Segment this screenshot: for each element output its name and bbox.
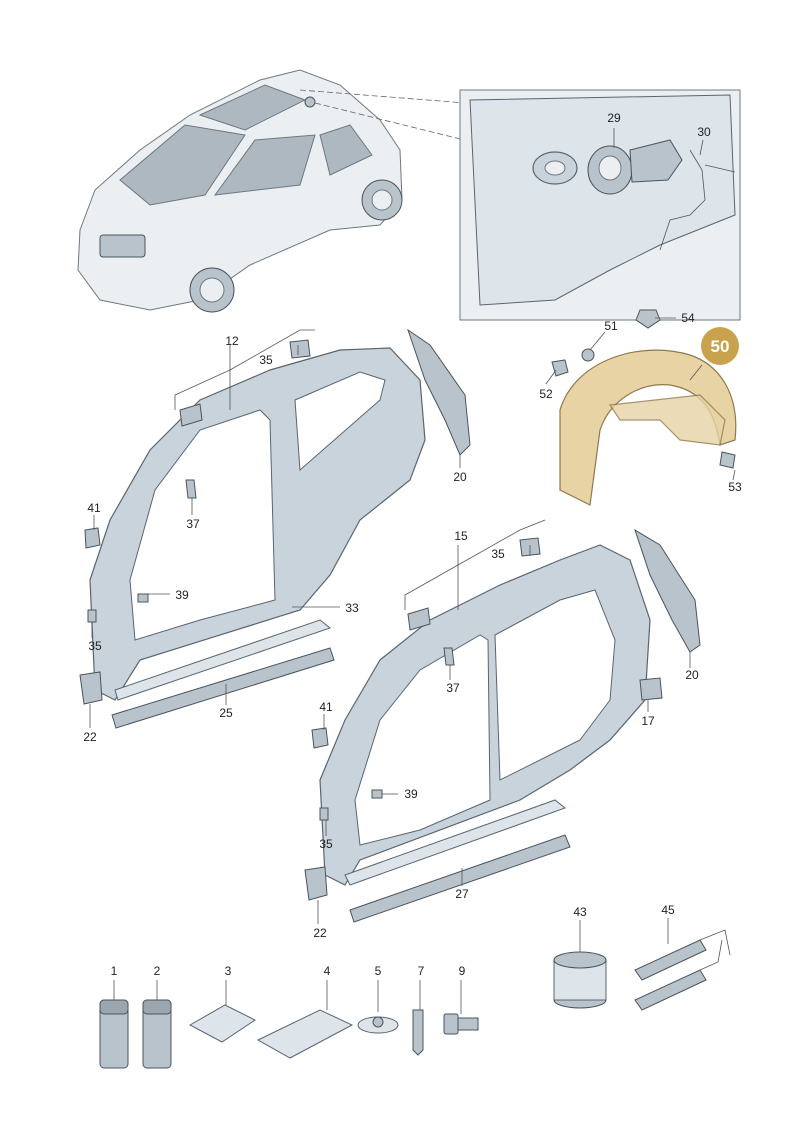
fuel-flap-detail: [459, 89, 741, 321]
wheel-housing-liner: [551, 309, 737, 506]
callout-25: 25: [219, 706, 233, 720]
callout-35: 35: [491, 547, 505, 561]
callout-9: 9: [459, 964, 466, 978]
callout-22: 22: [83, 730, 97, 744]
callout-7: 7: [418, 964, 425, 978]
callout-54: 54: [681, 311, 695, 325]
accessory-parts: [99, 929, 731, 1069]
callout-35: 35: [319, 837, 333, 851]
callout-27: 27: [455, 887, 469, 901]
callout-50: 50: [711, 337, 730, 356]
callout-12: 12: [225, 334, 239, 348]
callout-35: 35: [259, 353, 273, 367]
callout-33: 33: [345, 601, 359, 615]
zoom-leader-line: [299, 89, 556, 111]
highlight-badge: [701, 327, 739, 365]
callout-20: 20: [453, 470, 467, 484]
callout-45: 45: [661, 903, 675, 917]
callout-52: 52: [539, 387, 553, 401]
callout-53: 53: [728, 480, 742, 494]
leader-lines: [89, 128, 736, 1014]
zoom-leader-line: [314, 102, 546, 161]
callout-labels: 29 30 54 51 52 53 12 35 20 41 37 39 33 3…: [83, 111, 742, 978]
callout-39: 39: [175, 588, 189, 602]
callout-15: 15: [454, 529, 468, 543]
callout-39: 39: [404, 787, 418, 801]
car-illustration: [77, 69, 403, 313]
callout-51: 51: [604, 319, 618, 333]
callout-29: 29: [607, 111, 621, 125]
callout-37: 37: [446, 681, 460, 695]
callout-43: 43: [573, 905, 587, 919]
callout-37: 37: [186, 517, 200, 531]
callout-22: 22: [313, 926, 327, 940]
callout-41: 41: [87, 501, 101, 515]
side-panel-upper: [79, 328, 471, 729]
callout-3: 3: [225, 964, 232, 978]
side-panel-lower: [304, 528, 701, 923]
callout-20: 20: [685, 668, 699, 682]
callout-1: 1: [111, 964, 118, 978]
callout-2: 2: [154, 964, 161, 978]
callout-35: 35: [88, 639, 102, 653]
callout-30: 30: [697, 125, 711, 139]
callout-41: 41: [319, 700, 333, 714]
callout-17: 17: [641, 714, 655, 728]
callout-4: 4: [324, 964, 331, 978]
callout-5: 5: [375, 964, 382, 978]
